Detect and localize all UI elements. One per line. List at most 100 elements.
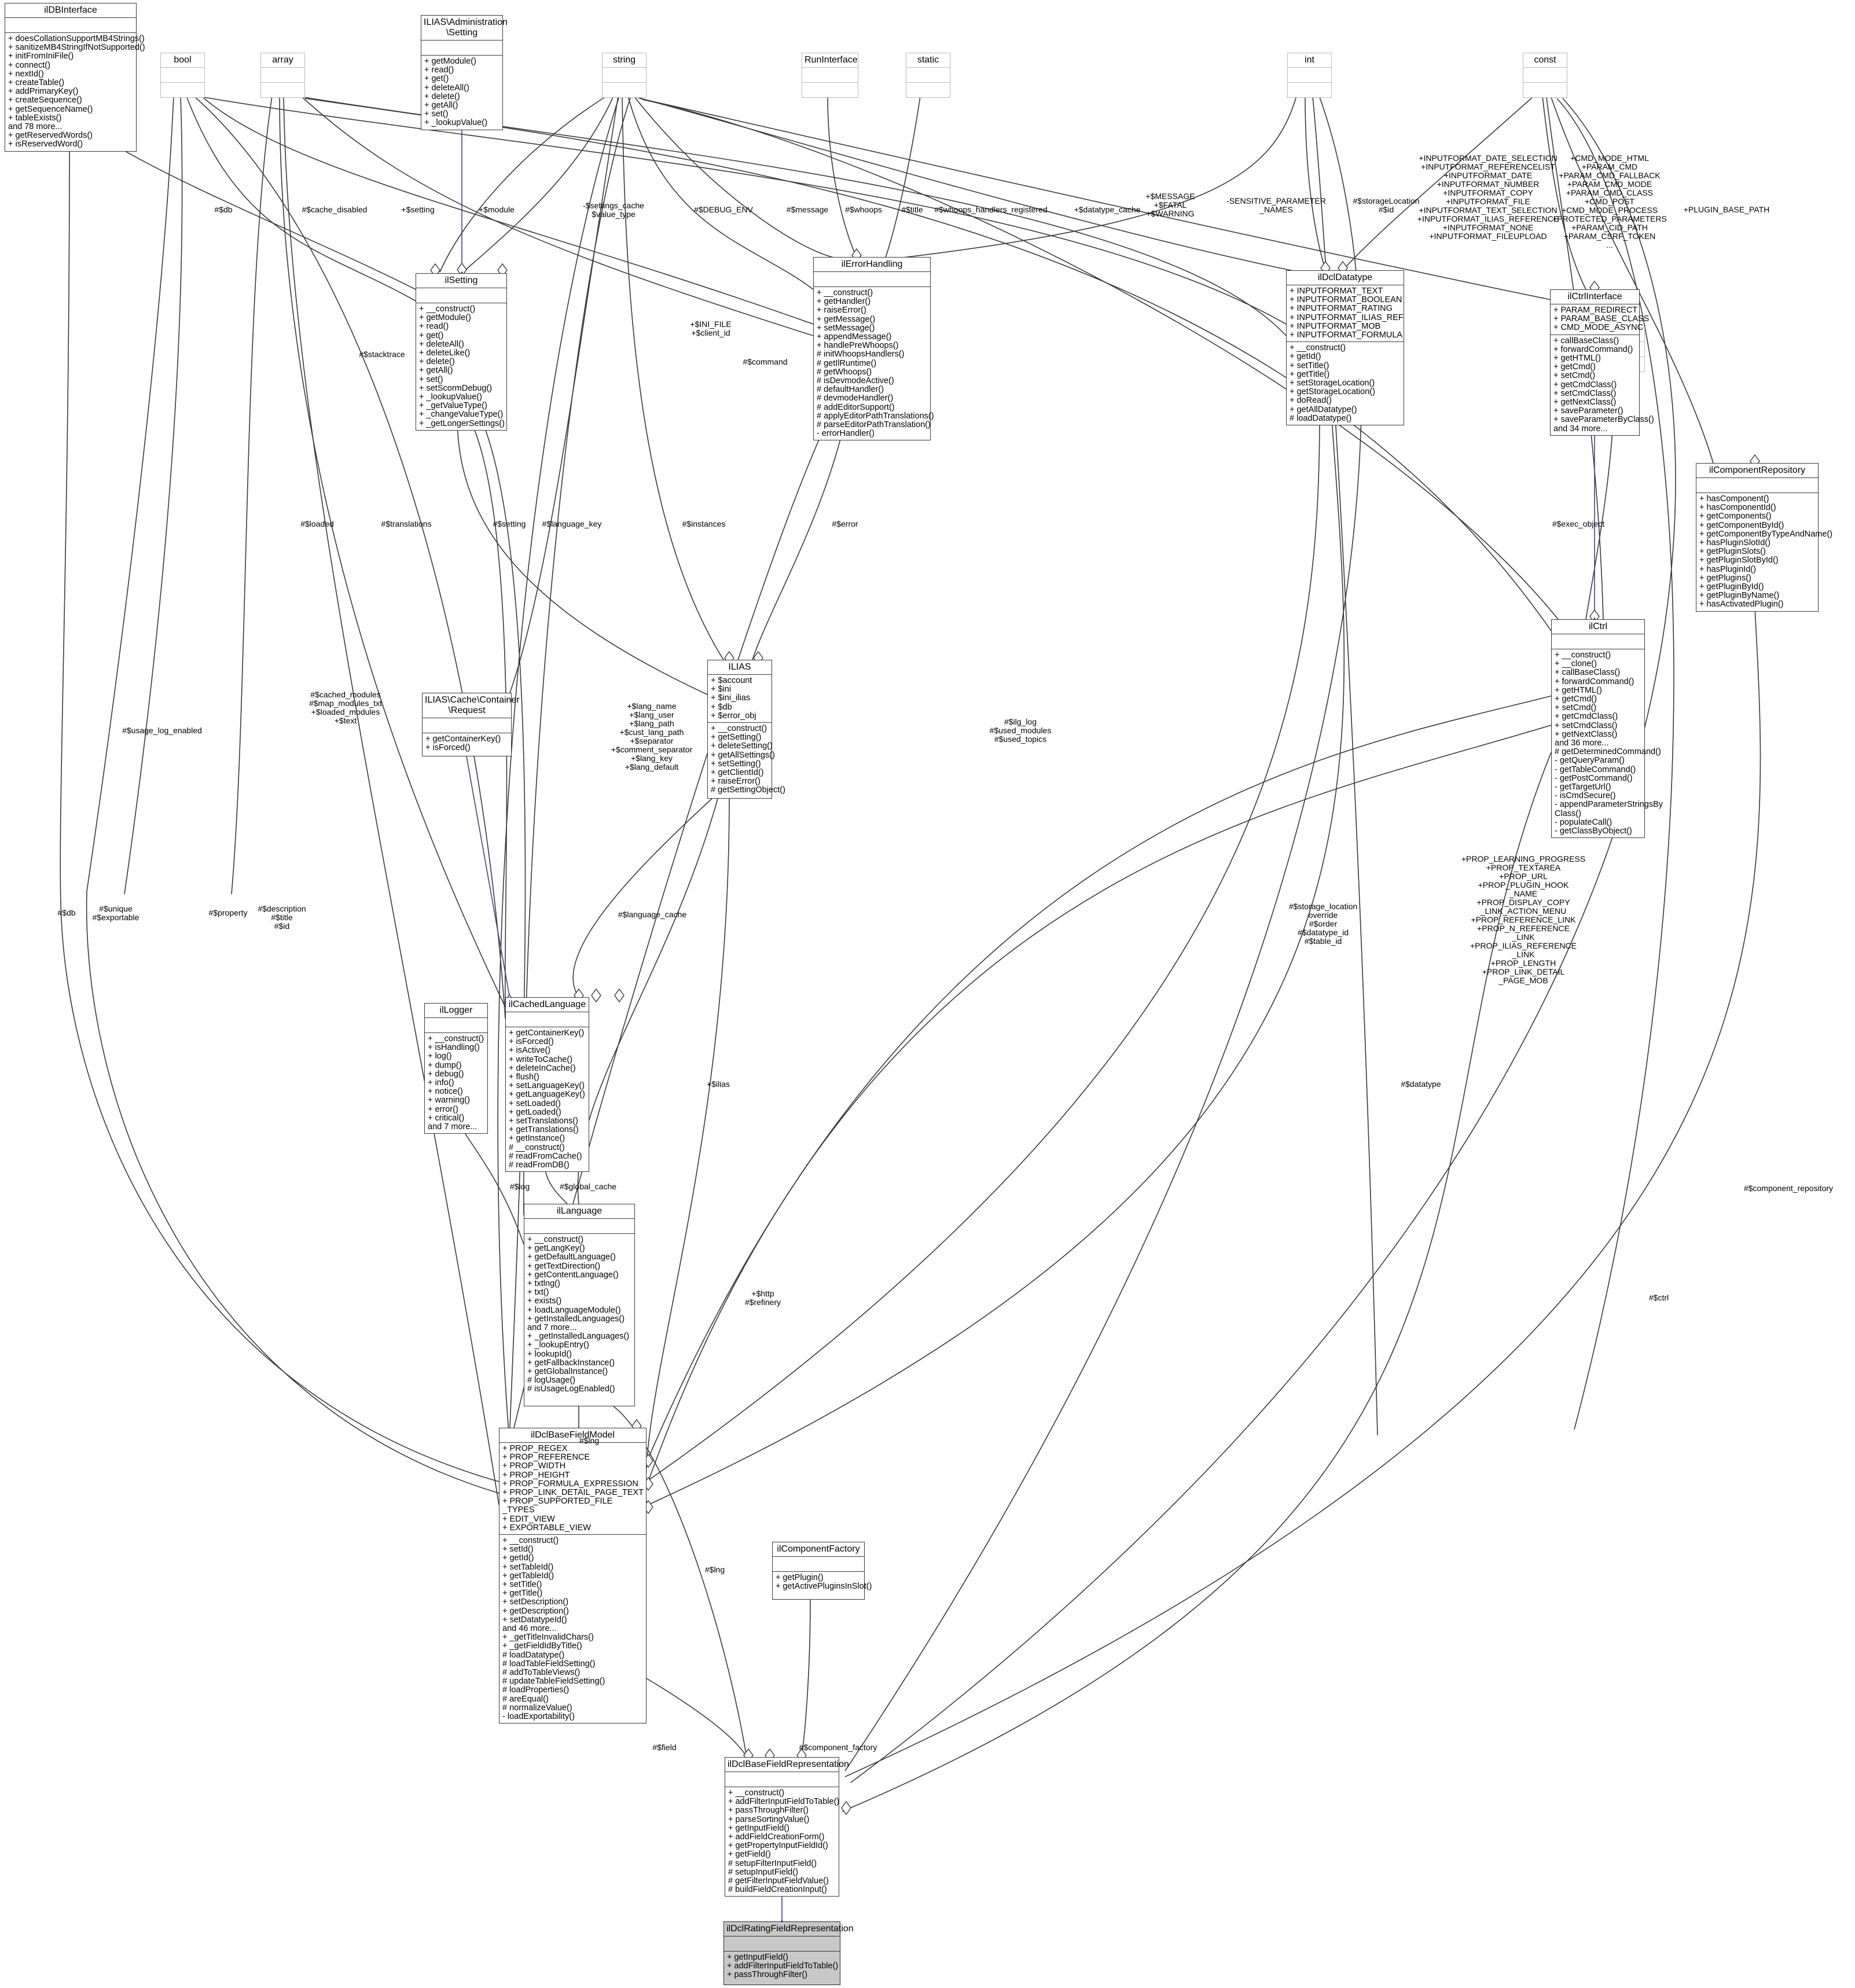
uml-class-RunInterface[interactable]: RunInterface — [802, 53, 858, 98]
uml-class-ILIAS_Cache_Container_Request[interactable]: ILIAS\Cache\Container \Request+ getConta… — [422, 693, 520, 756]
uml-class-ilDclBaseFieldModel[interactable]: ilDclBaseFieldModel + PROP_REGEX+ PROP_RE… — [499, 1428, 647, 1724]
uml-class-title: ILIAS\Cache\Container \Request — [425, 695, 520, 715]
uml-edge-label-exec_object: #$exec_object — [1552, 519, 1605, 528]
uml-operation: + get() — [424, 74, 449, 84]
uml-class-ilCtrlInterface[interactable]: ilCtrlInterface+ PARAM_REDIRECT+ PARAM_B… — [1550, 289, 1654, 436]
uml-operation: + getTextDirection() — [527, 1261, 601, 1271]
uml-class-title: ilDclBaseFieldModel — [531, 1430, 615, 1440]
uml-operation: + txtlng() — [527, 1279, 560, 1289]
uml-class-ILIAS[interactable]: ILIAS+ $account+ $ini+ $ini_ilias+ $db+ … — [707, 660, 785, 799]
uml-operation: + _getTitleInvalidChars() — [502, 1633, 594, 1642]
uml-operation: + getCmd() — [1553, 362, 1596, 372]
uml-class-ilLanguage[interactable]: ilLanguage+ __construct()+ getLangKey()+… — [524, 1204, 635, 1406]
uml-class-ilDBInterface[interactable]: ilDBInterface + doesCollationSupportMB4St… — [5, 3, 145, 152]
uml-operation: + callBaseClass() — [1555, 668, 1621, 678]
uml-class-ilCtrl[interactable]: ilCtrl+ __construct()+ __clone()+ callBa… — [1551, 619, 1663, 839]
uml-edge-label-storage_loc2: #$storage_location override #$order #$da… — [1288, 902, 1358, 946]
uml-operation: + _getLongerSettings() — [419, 418, 505, 428]
uml-edge-label-translations: #$translations — [381, 519, 432, 528]
uml-class-operations: + __construct()+ getHandler()+ raiseErro… — [814, 286, 934, 440]
uml-operation: + getInputField() — [728, 1823, 789, 1833]
uml-edge-label-title1: #$title — [901, 205, 923, 214]
uml-class-ilComponentRepository[interactable]: ilComponentRepository+ hasComponent()+ h… — [1696, 463, 1832, 612]
uml-operation: + getContentLanguage() — [527, 1270, 619, 1280]
uml-class-ilComponentFactory[interactable]: ilComponentFactory+ getPlugin()+ getActi… — [772, 1542, 872, 1600]
uml-operation: + notice() — [428, 1087, 463, 1097]
uml-operation: # isDevmodeActive() — [817, 376, 894, 386]
uml-class-title: const — [1534, 55, 1556, 65]
uml-class-ilErrorHandling[interactable]: ilErrorHandling+ __construct()+ getHandl… — [813, 257, 934, 441]
uml-class-bool[interactable]: bool — [160, 53, 205, 98]
uml-class-operations — [906, 82, 950, 97]
uml-operation: + forwardCommand() — [1553, 344, 1633, 354]
uml-edge-label-message: #$message — [786, 205, 829, 214]
uml-operation: + __construct() — [527, 1235, 584, 1244]
uml-attribute: + PROP_LINK_DETAIL_PAGE_TEXT — [502, 1488, 644, 1498]
uml-class-attributes — [5, 17, 136, 32]
uml-class-attributes — [603, 67, 646, 82]
uml-operation: # __construct() — [509, 1142, 565, 1152]
uml-class-ilDclRatingFieldRepresentation[interactable]: ilDclRatingFieldRepresentation+ getInput… — [723, 1921, 854, 1985]
uml-operation: + _lookupValue() — [419, 392, 482, 402]
uml-operation: + _getInstalledLanguages() — [527, 1332, 630, 1342]
uml-class-operations — [1288, 82, 1331, 97]
uml-edge-label-component_repository: #$component_repository — [1743, 1184, 1834, 1193]
uml-operation: + getMessage() — [817, 314, 876, 324]
uml-operation: + doRead() — [1290, 396, 1332, 406]
uml-attribute: + PROP_REFERENCE — [502, 1453, 590, 1462]
uml-operation: + _getValueType() — [419, 401, 487, 411]
uml-class-array[interactable]: array — [260, 53, 305, 98]
uml-operation: + _getFieldIdByTitle() — [502, 1641, 582, 1651]
uml-operation: # loadTableFieldSetting() — [502, 1659, 596, 1669]
uml-operation: + callBaseClass() — [1553, 336, 1619, 346]
uml-operation: + dump() — [428, 1060, 462, 1070]
uml-class-string[interactable]: string — [602, 53, 647, 98]
uml-operation: + getPropertyInputFieldId() — [728, 1841, 828, 1851]
uml-edge-label-lng2: #$lng — [704, 1565, 725, 1574]
uml-operation: + getNextClass() — [1555, 729, 1618, 739]
uml-class-attributes — [1696, 477, 1818, 493]
uml-edge-label-instances: #$instances — [682, 519, 726, 528]
uml-operation: + __construct() — [502, 1536, 559, 1546]
uml-class-int[interactable]: int — [1287, 53, 1332, 98]
uml-class-ilCachedLanguage[interactable]: ilCachedLanguage+ getContainerKey()+ isF… — [505, 997, 589, 1173]
uml-edge-label-loaded: #$loaded — [300, 519, 334, 528]
uml-attribute: + PARAM_REDIRECT — [1553, 306, 1638, 315]
uml-class-ilDclDatatype[interactable]: ilDclDatatype+ INPUTFORMAT_TEXT+ INPUTFO… — [1286, 270, 1404, 426]
uml-class-ilDclBaseFieldRepresentation[interactable]: ilDclBaseFieldRepresentation+ __construc… — [725, 1757, 849, 1897]
uml-attribute: + $ini — [711, 685, 732, 694]
uml-operation: + passThroughFilter() — [727, 1970, 808, 1980]
uml-operation: + deleteAll() — [419, 339, 464, 349]
uml-operation: + setCmdClass() — [1553, 388, 1617, 398]
uml-class-title: ilDBInterface — [44, 5, 97, 15]
uml-operation: + isForced() — [509, 1037, 554, 1047]
uml-edge-label-whoops_handlers: #$whoops_handlers_registered — [934, 205, 1048, 214]
uml-operation: + read() — [424, 65, 454, 75]
uml-class-attributes — [773, 1556, 864, 1571]
uml-operation: + getField() — [728, 1850, 771, 1860]
uml-class-ilSetting[interactable]: ilSetting+ __construct()+ getModule()+ r… — [416, 273, 507, 431]
uml-class-static[interactable]: static — [906, 53, 950, 98]
uml-operation: + _lookupValue() — [424, 118, 487, 128]
uml-operation: - loadExportability() — [502, 1712, 575, 1722]
uml-operation: - isCmdSecure() — [1555, 791, 1616, 801]
uml-edge-label-ini_file: +$INI_FILE +$client_id — [690, 319, 732, 337]
uml-operation: + doesCollationSupportMB4Strings() — [8, 34, 145, 43]
uml-operation: + __construct() — [428, 1034, 484, 1043]
uml-edge-label-props_ctrl: +PROP_LEARNING_PROGRESS +PROP_TEXTAREA +… — [1461, 854, 1586, 985]
uml-class-ilLogger[interactable]: ilLogger+ __construct()+ isHandling()+ l… — [424, 1003, 488, 1134]
uml-operation: + getSetting() — [711, 733, 762, 743]
uml-operation: + getComponents() — [1699, 512, 1772, 521]
uml-class-ILIAS_Administration_Setting[interactable]: ILIAS\Administration \Setting+ getModule… — [421, 15, 508, 130]
uml-operation: + delete() — [419, 357, 455, 367]
uml-class-attributes: + INPUTFORMAT_TEXT+ INPUTFORMAT_BOOLEAN+… — [1287, 285, 1404, 341]
uml-class-attributes: + PROP_REGEX+ PROP_REFERENCE+ PROP_WIDTH… — [499, 1442, 646, 1534]
uml-operation: + getClientId() — [711, 768, 764, 778]
uml-operation: + setLoaded() — [509, 1098, 561, 1108]
uml-edge-label-db2: #$db — [57, 908, 76, 917]
uml-operation: + getReservedWords() — [8, 131, 93, 141]
uml-operation: + debug() — [428, 1069, 464, 1079]
uml-operation: # readFromDB() — [509, 1160, 570, 1170]
uml-class-const[interactable]: const — [1523, 53, 1567, 98]
uml-operation: - getTargetUrl() — [1555, 782, 1611, 792]
